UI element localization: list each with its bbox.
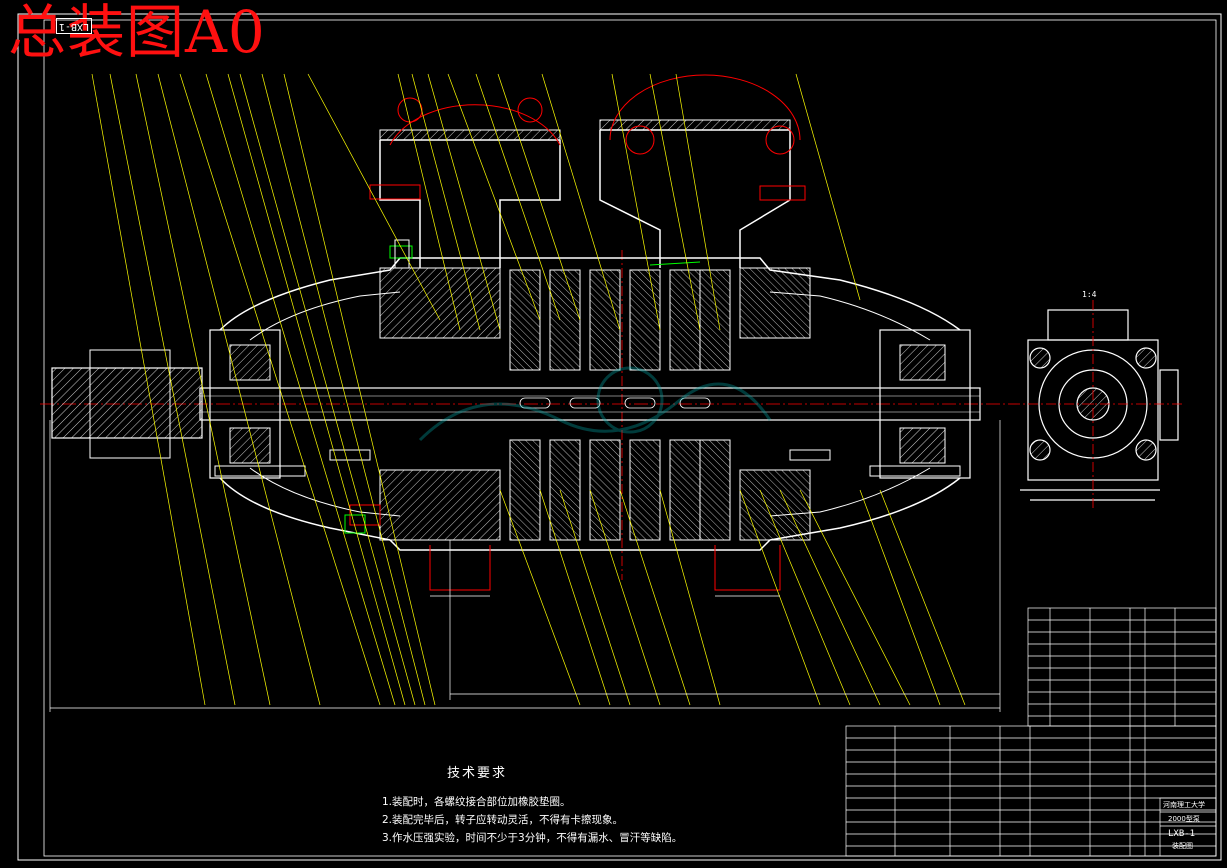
dimension-lines bbox=[49, 420, 1001, 712]
tech-req-title: 技术要求 bbox=[447, 766, 508, 781]
title-block-sheet: 装配图 bbox=[1172, 842, 1193, 850]
tech-req-line: 1.装配时，各螺纹接合部位加橡胶垫圈。 bbox=[382, 796, 571, 808]
drawing-number: LXB-1 bbox=[1168, 829, 1196, 839]
outer-border bbox=[17, 13, 1222, 861]
casing-inner-bottom bbox=[249, 467, 931, 517]
coupling bbox=[51, 367, 203, 439]
casing-bottom bbox=[219, 477, 961, 551]
tech-req-line: 2.装配完毕后，转子应转动灵活，不得有卡擦现象。 bbox=[382, 814, 624, 826]
leader-lines bbox=[91, 73, 966, 706]
watermark-logo bbox=[418, 366, 772, 442]
drawing-big-title: 总装图A0 bbox=[8, 0, 266, 66]
casing-inner-top bbox=[249, 291, 931, 341]
title-block-school: 河南理工大学 bbox=[1163, 801, 1205, 809]
drawing-stamp: LXB-1 bbox=[56, 18, 92, 34]
side-view-scale: 1:4 bbox=[1082, 290, 1097, 299]
discharge-nozzle bbox=[599, 129, 791, 268]
suction-nozzle bbox=[379, 139, 561, 268]
inner-border bbox=[43, 19, 1217, 857]
side-view bbox=[1020, 309, 1179, 501]
tech-req-line: 3.作水压强实验，时间不少于3分钟，不得有漏水、冒汗等缺陷。 bbox=[382, 832, 683, 844]
impeller-stages bbox=[509, 269, 731, 541]
parts-list-table bbox=[1027, 607, 1217, 727]
flange-bolt-circles bbox=[369, 74, 806, 201]
title-block-project: 2000型泵 bbox=[1168, 815, 1200, 823]
casing-top bbox=[219, 257, 961, 331]
parts-list-bottom bbox=[845, 725, 1217, 857]
